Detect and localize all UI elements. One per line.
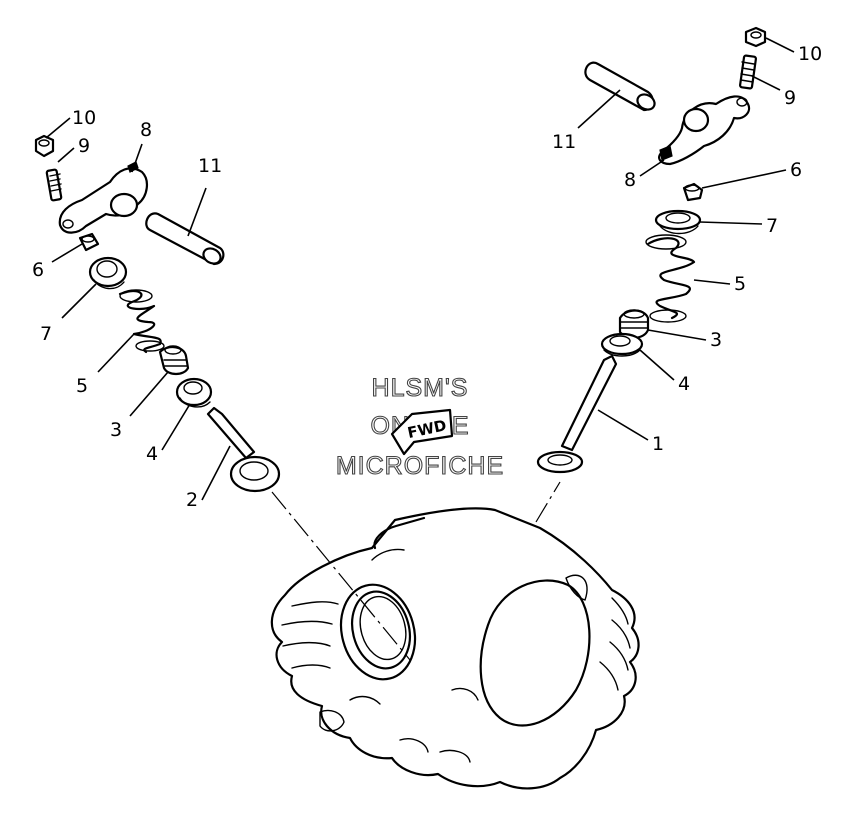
left-leader-10: [45, 117, 71, 139]
left-leader-11: [187, 187, 207, 237]
left-leader-9: [57, 147, 75, 163]
callout-left-3: 3: [110, 419, 122, 441]
left-rocker-shaft-11: [145, 212, 225, 266]
left-leader-8: [131, 143, 143, 173]
left-leader-4: [161, 403, 191, 451]
left-leader-7: [61, 283, 97, 319]
right-leader-11: [577, 89, 621, 129]
right-adjust-pad-6: [682, 182, 704, 202]
watermark-line-3: MICROFICHE: [336, 452, 504, 480]
right-leader-3: [647, 329, 707, 341]
callout-left-7: 7: [40, 323, 52, 345]
right-leader-5: [693, 279, 731, 285]
right-valve-1: [536, 354, 618, 474]
callout-left-5: 5: [76, 375, 88, 397]
left-leader-2: [201, 445, 231, 501]
left-adjust-pad-6: [78, 232, 100, 252]
right-leader-4: [639, 349, 675, 381]
right-adjuster-screw-9: [738, 54, 758, 90]
left-adjuster-screw-9: [45, 168, 63, 202]
left-lock-nut-10: [34, 134, 55, 158]
right-leader-9: [751, 75, 781, 91]
left-spring-seat-4: [175, 377, 213, 408]
callout-left-9: 9: [78, 135, 90, 157]
right-leader-7: [699, 221, 763, 225]
watermark: HLSM'S ONLINE MICROFICHE: [335, 373, 504, 480]
right-callouts: 10 9 11 8 6 7 5 3 4 1: [552, 43, 822, 455]
watermark-line-1: HLSM'S: [372, 374, 469, 402]
callout-right-7: 7: [766, 215, 778, 237]
right-rocker-arm-8: [658, 95, 751, 166]
right-leader-8: [639, 159, 665, 177]
left-valve-assembly: [34, 117, 281, 501]
callout-left-11: 11: [198, 155, 222, 177]
callout-right-5: 5: [734, 273, 746, 295]
callout-right-9: 9: [784, 87, 796, 109]
left-valve-2: [206, 406, 281, 493]
callout-left-2: 2: [186, 489, 198, 511]
left-leader-5: [97, 333, 135, 373]
callout-left-8: 8: [140, 119, 152, 141]
right-spring-seat-4: [600, 332, 644, 357]
right-valve-assembly: [536, 26, 795, 474]
callout-right-3: 3: [710, 329, 722, 351]
callout-right-8: 8: [624, 169, 636, 191]
right-valve-spring-5: [645, 234, 696, 323]
callout-right-11: 11: [552, 131, 576, 153]
fwd-direction-marker: FWD: [390, 408, 454, 456]
callout-right-6: 6: [790, 159, 802, 181]
left-valve-stem-seal-3: [158, 345, 190, 376]
right-rocker-shaft-11: [584, 61, 656, 112]
left-spring-retainer-7: [88, 256, 128, 290]
left-leader-3: [129, 371, 169, 417]
callout-right-10: 10: [798, 43, 822, 65]
callout-left-4: 4: [146, 443, 158, 465]
left-rocker-arm-8: [58, 161, 148, 234]
right-lock-nut-10: [744, 26, 767, 48]
left-valve-spring-5: [118, 289, 165, 354]
cylinder-head: [270, 481, 640, 790]
callout-left-10: 10: [72, 107, 96, 129]
callout-right-4: 4: [678, 373, 690, 395]
left-leader-6: [51, 243, 83, 263]
right-spring-retainer-7: [654, 209, 702, 235]
right-leader-6: [701, 169, 787, 189]
right-leader-10: [765, 37, 795, 53]
callout-right-1: 1: [652, 433, 664, 455]
callout-left-6: 6: [32, 259, 44, 281]
left-callouts: 10 9 8 11 6 7 5 3 4 2: [32, 107, 222, 511]
right-leader-1: [597, 409, 649, 441]
